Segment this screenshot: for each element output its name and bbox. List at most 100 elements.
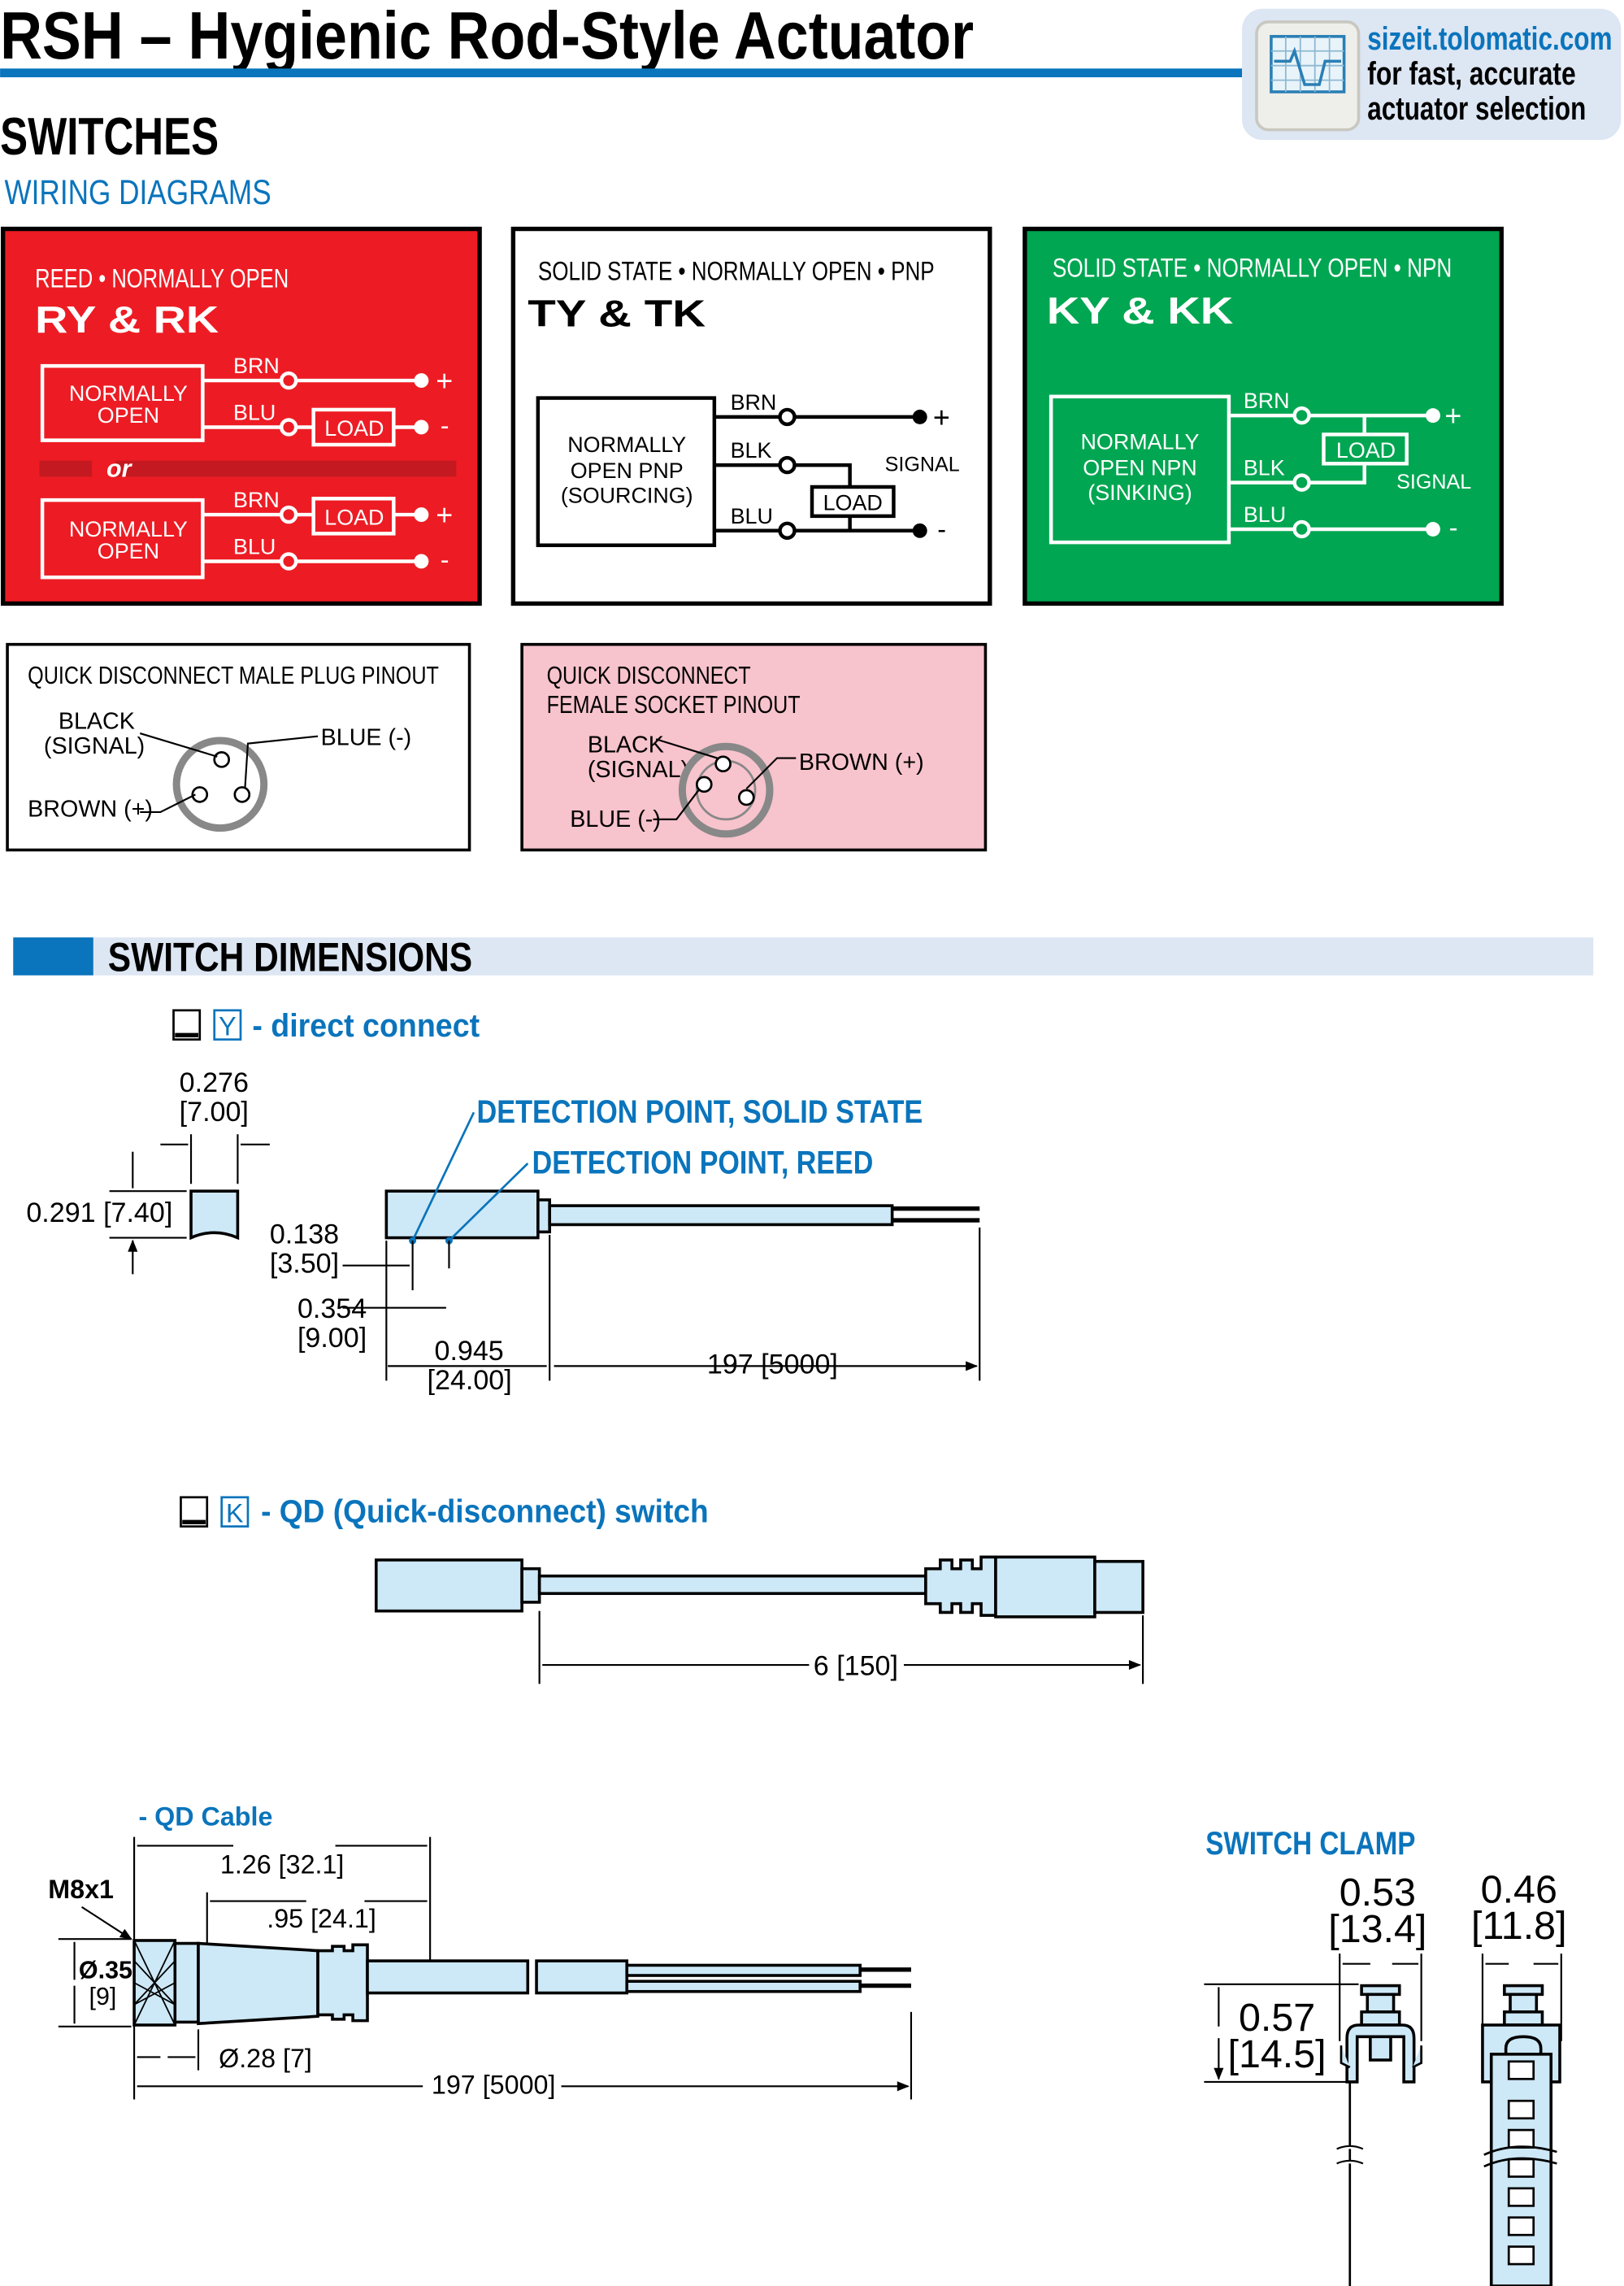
dim-d1-in: 0.138 xyxy=(270,1219,339,1250)
direct-connect-drawing: 0.276 [7.00] 0.291 [7.40] 0.138 [3.50] 0… xyxy=(26,1067,979,1396)
qd-len1: 1.26 [32.1] xyxy=(220,1849,345,1879)
dim-cable: 197 [5000] xyxy=(707,1349,838,1380)
wiring-panel-pnp: SOLID STATE • NORMALLY OPEN • PNP TY & T… xyxy=(510,226,992,606)
qd-dia-in: Ø.35 xyxy=(79,1957,132,1984)
male-brown: BROWN (+) xyxy=(28,796,153,822)
reed-brn-2: BRN xyxy=(233,488,280,512)
qd-thread: M8x1 xyxy=(48,1875,114,1904)
pnp-subtitle: SOLID STATE • NORMALLY OPEN • PNP xyxy=(538,256,935,285)
npn-signal: SIGNAL xyxy=(1396,471,1471,493)
promo-line-1: for fast, accurate xyxy=(1367,56,1575,92)
reed-box-line-1: NORMALLY xyxy=(69,381,188,406)
clamp-title: SWITCH CLAMP xyxy=(1205,1826,1415,1862)
direct-label: - direct connect xyxy=(252,1008,480,1044)
npn-plus: + xyxy=(1444,400,1461,432)
qd-label: - QD (Quick-disconnect) switch xyxy=(261,1493,709,1529)
dim-width-mm: [7.00] xyxy=(180,1097,249,1128)
promo-badge[interactable]: sizeit.tolomatic.com for fast, accurate … xyxy=(1242,8,1622,141)
dim-height: 0.291 [7.40] xyxy=(26,1197,172,1228)
clamp-w1-mm: [13.4] xyxy=(1328,1907,1426,1951)
reed-blu-2: BLU xyxy=(233,534,276,558)
dim-d2-mm: [9.00] xyxy=(297,1323,367,1354)
clamp-w1-in: 0.53 xyxy=(1340,1871,1416,1914)
npn-blu: BLU xyxy=(1244,502,1286,527)
wiring-panel-npn: SOLID STATE • NORMALLY OPEN • NPN KY & K… xyxy=(1023,226,1504,606)
dimensions-heading: SWITCH DIMENSIONS xyxy=(108,934,472,980)
dim-d2-in: 0.354 xyxy=(297,1293,367,1324)
npn-load: LOAD xyxy=(1336,438,1396,463)
pnp-box-line-3: (SOURCING) xyxy=(561,484,693,508)
male-plug-pinout: QUICK DISCONNECT MALE PLUG PINOUT BLACK … xyxy=(6,642,471,852)
section-bar xyxy=(93,937,1594,976)
pnp-minus: - xyxy=(937,515,946,544)
npn-box-line-1: NORMALLY xyxy=(1081,429,1200,454)
male-plug-icon xyxy=(172,737,268,832)
male-title: QUICK DISCONNECT MALE PLUG PINOUT xyxy=(28,662,439,689)
option-direct-connect[interactable]: Y - direct connect xyxy=(172,1008,480,1044)
pnp-box-line-1: NORMALLY xyxy=(567,432,686,457)
reed-box2-line-2: OPEN xyxy=(98,539,159,563)
reed-box2-line-1: NORMALLY xyxy=(69,517,188,541)
direct-code: Y xyxy=(219,1011,237,1041)
npn-subtitle: SOLID STATE • NORMALLY OPEN • NPN xyxy=(1053,254,1452,283)
pnp-blk: BLK xyxy=(731,438,772,463)
pnp-plus: + xyxy=(933,401,950,433)
female-title-1: QUICK DISCONNECT xyxy=(547,662,751,689)
female-blue: BLUE (-) xyxy=(570,806,661,832)
npn-minus: - xyxy=(1449,513,1458,542)
clamp-h-in: 0.57 xyxy=(1239,1996,1315,2040)
qd-dia2: Ø.28 [7] xyxy=(219,2044,312,2073)
qd-cable-len: 197 [5000] xyxy=(432,2070,556,2099)
section-heading: SWITCHES xyxy=(0,107,219,166)
page-title: RSH – Hygienic Rod-Style Actuator xyxy=(0,0,974,73)
subsection-heading: WIRING DIAGRAMS xyxy=(4,173,271,212)
switch-clamp-drawing: SWITCH CLAMP 0.53 [13.4] 0.46 [11.8] 0.5… xyxy=(1204,1826,1567,2286)
option-qd-switch[interactable]: K - QD (Quick-disconnect) switch xyxy=(180,1493,709,1529)
qd-len2: .95 [24.1] xyxy=(267,1904,376,1933)
promo-url[interactable]: sizeit.tolomatic.com xyxy=(1367,21,1612,57)
reed-load-2: LOAD xyxy=(324,506,384,530)
pnp-signal: SIGNAL xyxy=(885,453,960,476)
clamp-w2-in: 0.46 xyxy=(1481,1867,1557,1911)
reed-load-1: LOAD xyxy=(324,416,384,441)
npn-title: KY & KK xyxy=(1047,289,1234,332)
reed-plus-1: + xyxy=(436,365,453,398)
reed-box-line-2: OPEN xyxy=(98,403,159,428)
female-signal: (SIGNAL) xyxy=(588,757,688,783)
monitor-chart-icon xyxy=(1255,20,1361,132)
title-rule xyxy=(0,68,1243,78)
npn-box-line-3: (SINKING) xyxy=(1088,480,1192,505)
pnp-box-line-2: OPEN PNP xyxy=(571,459,684,483)
pnp-blu: BLU xyxy=(731,504,773,528)
qd-cable-drawing: - QD Cable 1.26 [32.1] .95 [24.1] M8x1 Ø… xyxy=(48,1801,911,2099)
qd-cable-length: 6 [150] xyxy=(814,1651,898,1682)
wiring-panel-reed: REED • NORMALLY OPEN RY & RK NORMALLY OP… xyxy=(0,226,482,606)
section-bar-accent xyxy=(13,937,93,976)
npn-blk: BLK xyxy=(1244,456,1285,480)
qd-code: K xyxy=(226,1498,244,1528)
male-blue: BLUE (-) xyxy=(321,724,412,750)
reed-blu-1: BLU xyxy=(233,400,276,424)
female-socket-icon xyxy=(678,742,774,838)
detection-point-reed: DETECTION POINT, REED xyxy=(532,1145,874,1181)
reed-minus-1: - xyxy=(441,411,449,440)
reed-minus-2: - xyxy=(441,545,449,574)
qd-switch-drawing: 6 [150] xyxy=(374,1555,1143,1684)
detection-point-ss: DETECTION POINT, SOLID STATE xyxy=(477,1094,923,1130)
qd-dia-mm: [9] xyxy=(89,1983,116,2010)
dim-d1-mm: [3.50] xyxy=(270,1249,339,1280)
reed-title: RY & RK xyxy=(35,298,219,341)
pnp-load: LOAD xyxy=(823,491,883,515)
male-black: BLACK xyxy=(59,709,135,735)
female-brown: BROWN (+) xyxy=(799,750,924,776)
reed-or: or xyxy=(106,454,133,482)
dim-d3-mm: [24.00] xyxy=(428,1365,512,1396)
female-socket-pinout: QUICK DISCONNECT FEMALE SOCKET PINOUT BL… xyxy=(520,642,988,852)
clamp-h-mm: [14.5] xyxy=(1228,2032,1327,2076)
reed-subtitle: REED • NORMALLY OPEN xyxy=(35,263,289,293)
pnp-brn: BRN xyxy=(731,390,777,415)
promo-line-2: actuator selection xyxy=(1367,91,1586,127)
dim-width-in: 0.276 xyxy=(180,1067,249,1098)
female-black: BLACK xyxy=(588,732,664,758)
